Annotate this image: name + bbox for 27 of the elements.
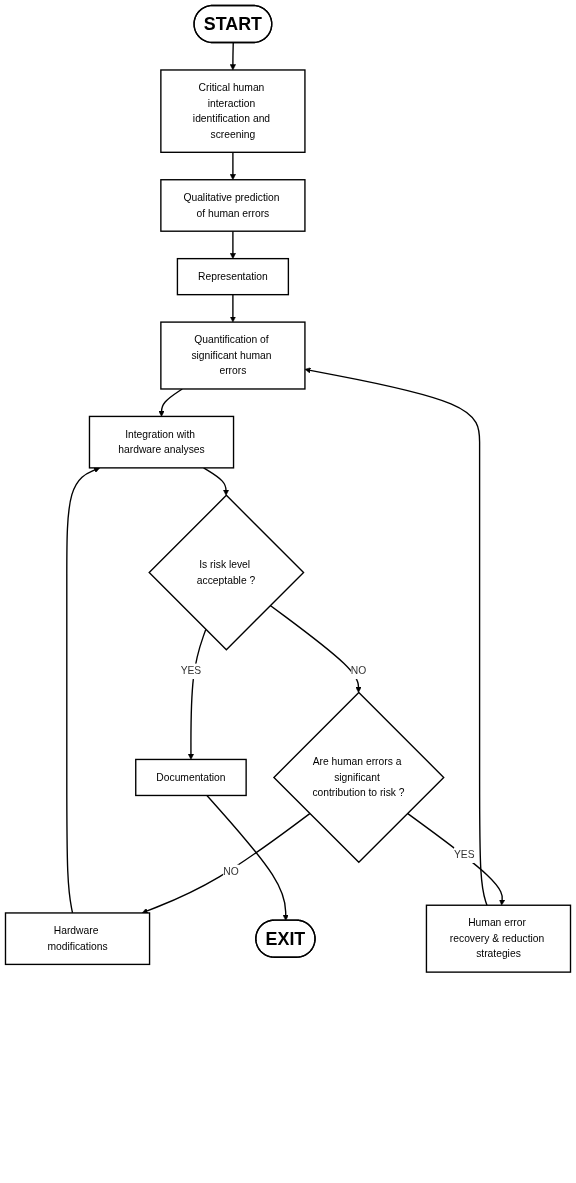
node-box: Documentation <box>135 758 247 797</box>
node-box: Critical human interaction identification and screening <box>160 69 306 153</box>
edge-label: YES <box>453 848 475 861</box>
arrow <box>406 812 506 906</box>
node-box: Qualitative prediction of human errors <box>160 179 306 232</box>
node-box: Human error recovery & reduction strategies <box>425 904 572 973</box>
arrow <box>187 628 207 760</box>
arrow <box>158 388 183 417</box>
node-box: Quantification of significant human errors <box>160 321 306 390</box>
node-box: Hardware modifications <box>4 912 151 966</box>
edge-label: YES <box>180 664 202 677</box>
arrow <box>202 467 230 496</box>
arrow <box>229 293 236 323</box>
edge-label: NO <box>350 664 367 677</box>
arrow <box>304 367 488 906</box>
node-box: Representation <box>176 257 290 296</box>
arrow <box>206 794 289 921</box>
arrow <box>229 230 236 259</box>
node-box: Integration with hardware analyses <box>88 415 235 469</box>
edge-label: NO <box>223 865 239 878</box>
node-diamond: Is risk level acceptable ? <box>148 494 305 651</box>
arrow <box>141 812 311 914</box>
arrow <box>229 42 236 71</box>
arrow <box>66 467 100 914</box>
node-diamond: Are human errors a significant contribution to risk ? <box>272 691 445 864</box>
arrow <box>229 151 236 180</box>
arrow <box>269 604 362 693</box>
